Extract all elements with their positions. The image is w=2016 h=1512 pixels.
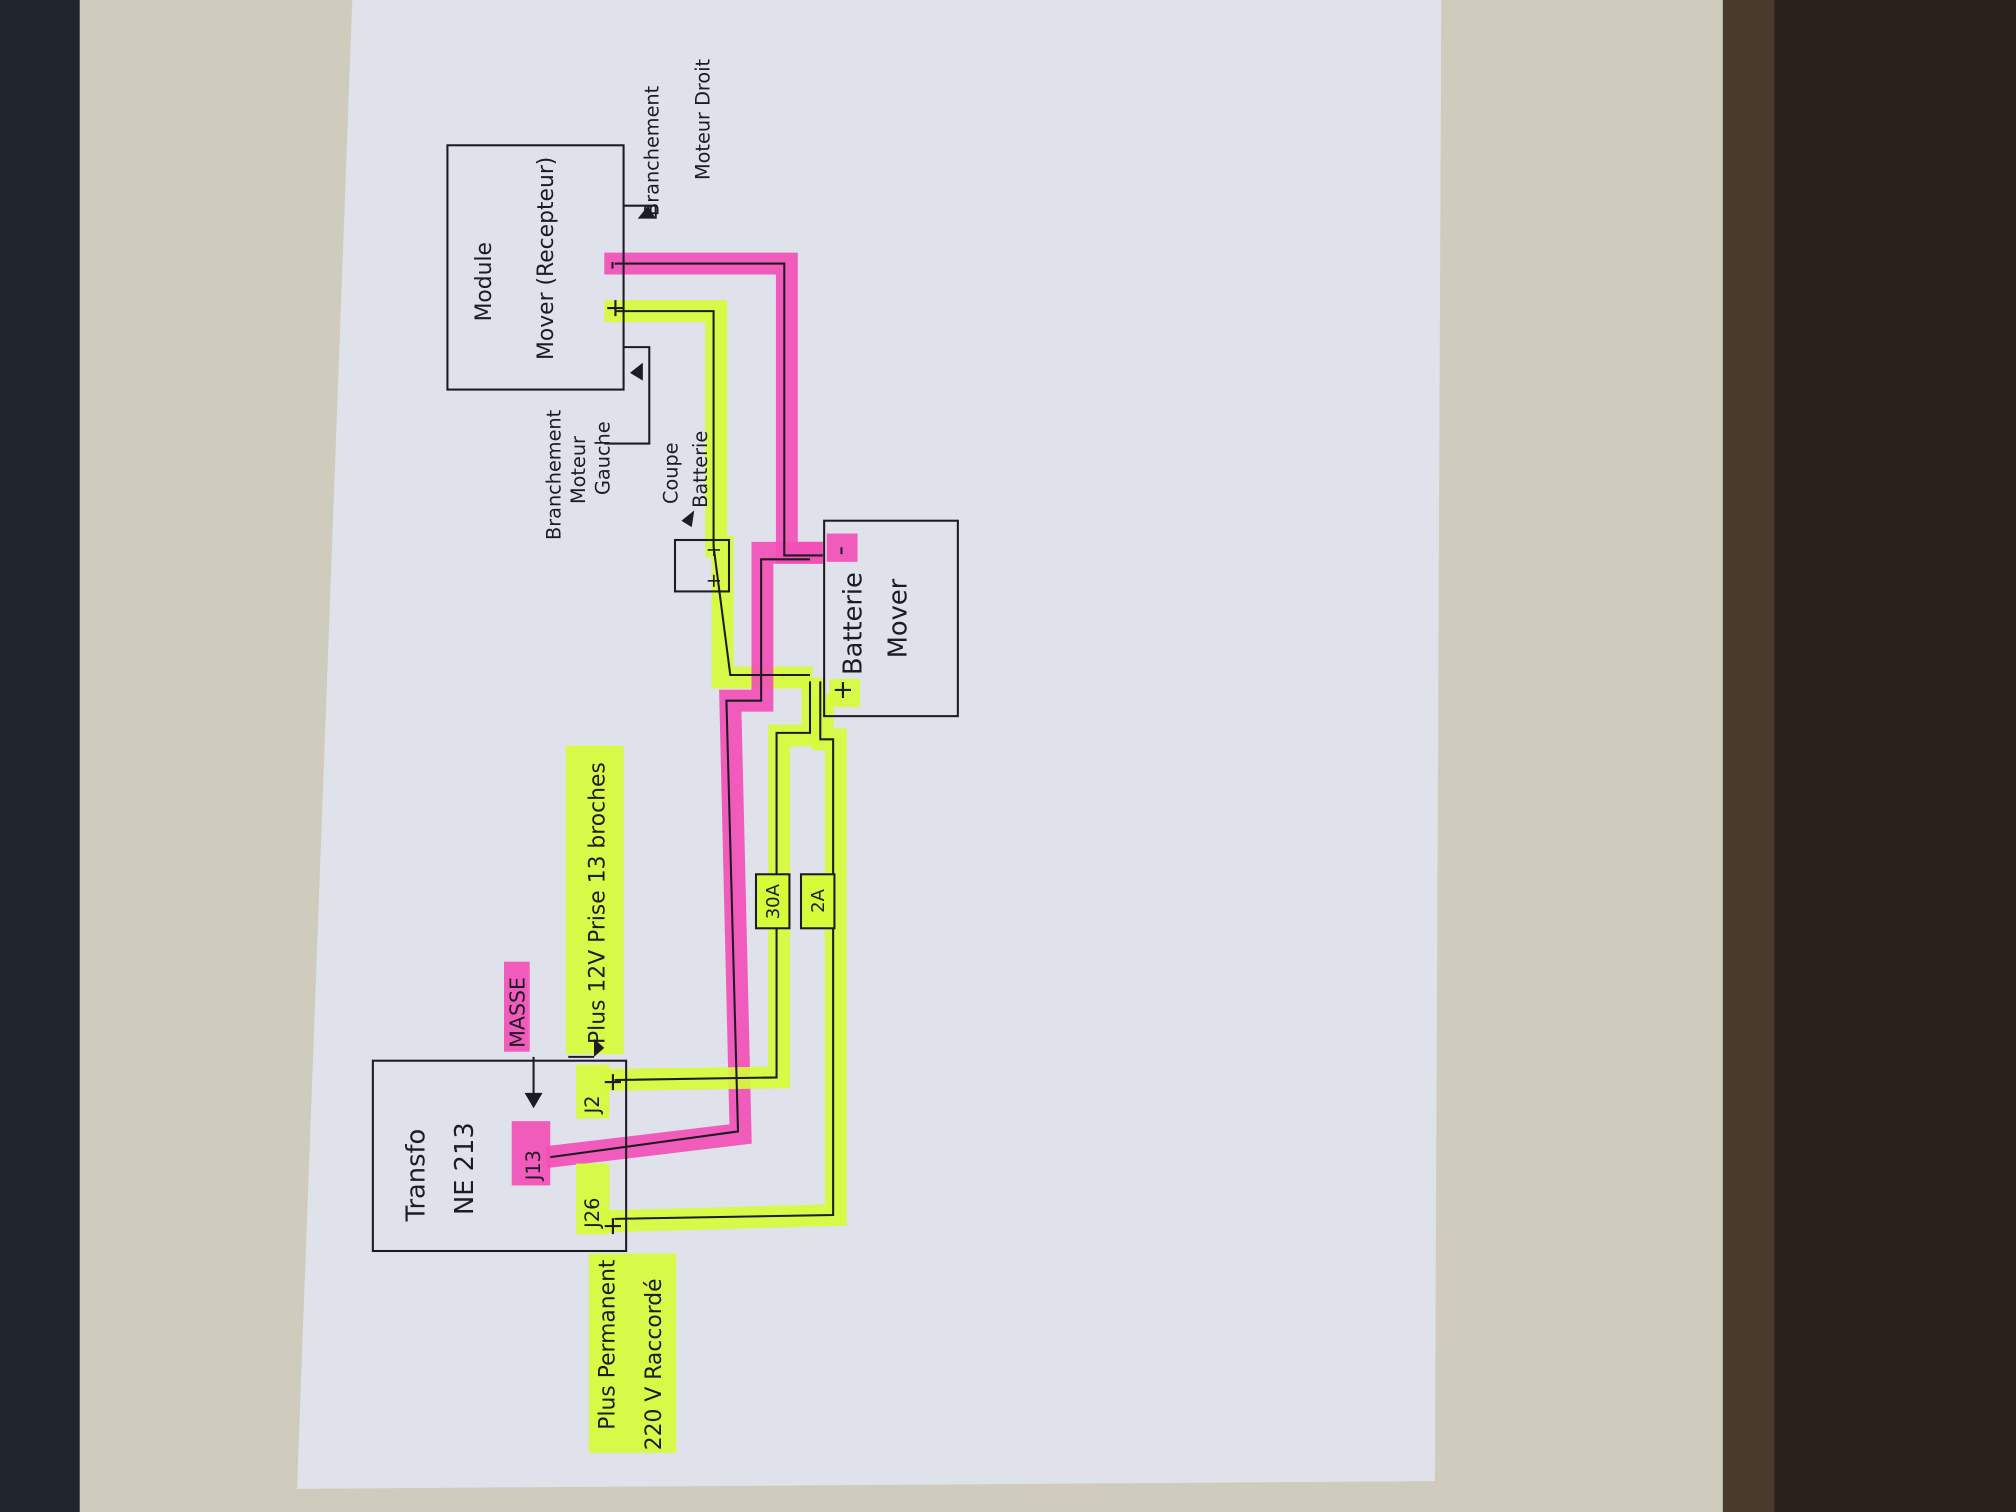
- fuse-30a: [754, 873, 791, 930]
- fabric: [1774, 0, 2016, 1512]
- fuse-2a-label: 2A: [808, 888, 829, 912]
- battery-minus: -: [826, 546, 856, 555]
- transfo-box: [371, 1059, 628, 1253]
- wires: [504, 204, 861, 1453]
- coupe-arrow-icon: [681, 510, 695, 528]
- module-minus: -: [597, 261, 627, 270]
- battery-mover-label: Mover: [883, 578, 913, 658]
- cutoff-plus-1: +: [702, 573, 725, 589]
- battery-box: [823, 519, 959, 718]
- battery-cutoff-switch: [673, 538, 731, 593]
- connector-j26: J26: [581, 1198, 604, 1229]
- plus-12v-arrow-icon: [594, 1038, 605, 1057]
- j2-plus: +: [598, 1071, 628, 1093]
- j26-plus: +: [598, 1215, 628, 1237]
- raccorde-label: 220 V Raccordé: [642, 1278, 667, 1450]
- module-plus: +: [601, 297, 631, 319]
- masse-arrow-icon: [524, 1092, 543, 1109]
- fuse-2a: [799, 873, 836, 930]
- cutoff-plus-2: +: [702, 542, 725, 558]
- gauche-arrow-icon: [630, 362, 643, 381]
- masse-label: MASSE: [506, 977, 530, 1048]
- module-label: Module: [472, 242, 497, 321]
- coupe-batterie-label: Batterie: [689, 431, 712, 508]
- branchement-droit-2: Moteur Droit: [692, 58, 715, 180]
- plus-12v-label: Plus 12V Prise 13 broches: [585, 762, 610, 1044]
- battery-label: Batterie: [838, 572, 868, 675]
- branchement-gauche-2: Moteur: [567, 436, 590, 504]
- module-box: [446, 144, 625, 391]
- coupe-label: Coupe: [660, 442, 683, 504]
- paper-sheet: [297, 0, 1442, 1489]
- droit-arrow-icon: [637, 205, 656, 219]
- module-mover-label: Mover (Recepteur): [534, 157, 559, 360]
- connector-j13: J13: [522, 1150, 545, 1181]
- transfo-model: NE 213: [450, 1122, 480, 1215]
- monitor-edge: [0, 0, 80, 1512]
- transfo-label: Transfo: [401, 1129, 431, 1223]
- fuse-30a-label: 30A: [763, 883, 784, 919]
- branchement-droit-1: Branchement: [640, 85, 663, 216]
- battery-plus: +: [828, 679, 858, 701]
- connector-j2: J2: [581, 1095, 604, 1114]
- branchement-gauche-1: Branchement: [543, 409, 566, 540]
- plus-permanent-label: Plus Permanent: [596, 1259, 621, 1430]
- branchement-gauche-3: Gauche: [591, 421, 614, 495]
